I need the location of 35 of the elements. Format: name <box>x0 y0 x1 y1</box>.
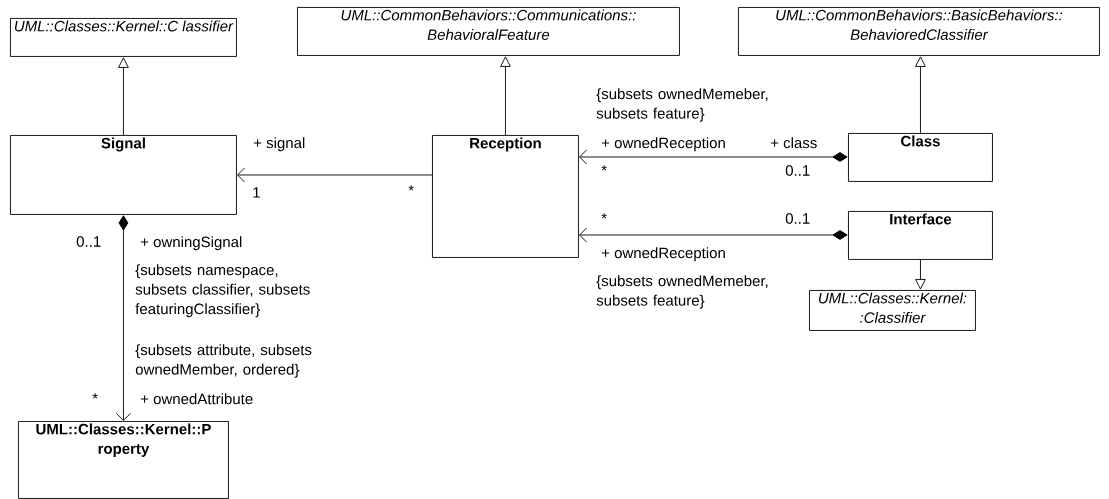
role-label: + signal <box>253 137 305 152</box>
abstract-class-box: UML::Classes::Kernel: :Classifier <box>809 290 976 331</box>
generalization-arrow <box>915 56 926 134</box>
multiplicity-label: * <box>601 213 607 219</box>
role-label: + ownedReception <box>601 137 725 152</box>
abstract-class-box: UML::CommonBehaviors::Communications:: BehavioralFeature <box>297 7 680 56</box>
generalization-arrow <box>500 56 511 136</box>
composition-arrow <box>579 149 848 165</box>
class-box: Class <box>848 133 993 182</box>
constraint-text: {subsets namespace, subsets classifier, subsets featuringClassifier} <box>135 264 310 318</box>
role-label: + owningSignal <box>140 236 242 251</box>
constraint-text: {subsets attribute, subsets ownedMember, ordered} <box>135 344 312 378</box>
role-label: + ownedReception <box>601 247 725 262</box>
class-box: UML::Classes::Kernel::P roperty <box>18 421 229 499</box>
abstract-class-box: UML::Classes::Kernel::C lassifier <box>10 18 237 57</box>
abstract-class-box: UML::CommonBehaviors::BasicBehaviors:: BehavioredClassifier <box>738 7 1100 56</box>
generalization-arrow <box>118 57 129 136</box>
multiplicity-label: 0..1 <box>785 165 810 176</box>
multiplicity-label: * <box>92 393 98 399</box>
multiplicity-label: 1 <box>253 187 260 198</box>
role-label: + ownedAttribute <box>140 393 253 405</box>
composition-arrow <box>116 215 131 421</box>
multiplicity-label: 0..1 <box>785 213 810 224</box>
generalization-arrow <box>915 259 926 290</box>
class-box: Reception <box>432 135 579 258</box>
role-label: + class <box>770 137 817 149</box>
constraint-text: {subsets ownedMemeber, subsets feature} <box>596 88 768 122</box>
constraint-text: {subsets ownedMemeber, subsets feature} <box>596 275 768 309</box>
multiplicity-label: * <box>408 185 414 191</box>
class-box: Signal <box>10 135 237 215</box>
composition-arrow <box>579 227 848 243</box>
multiplicity-label: 0..1 <box>76 236 101 247</box>
multiplicity-label: * <box>601 165 607 171</box>
association-arrow <box>237 167 433 183</box>
class-box: Interface <box>848 211 993 260</box>
